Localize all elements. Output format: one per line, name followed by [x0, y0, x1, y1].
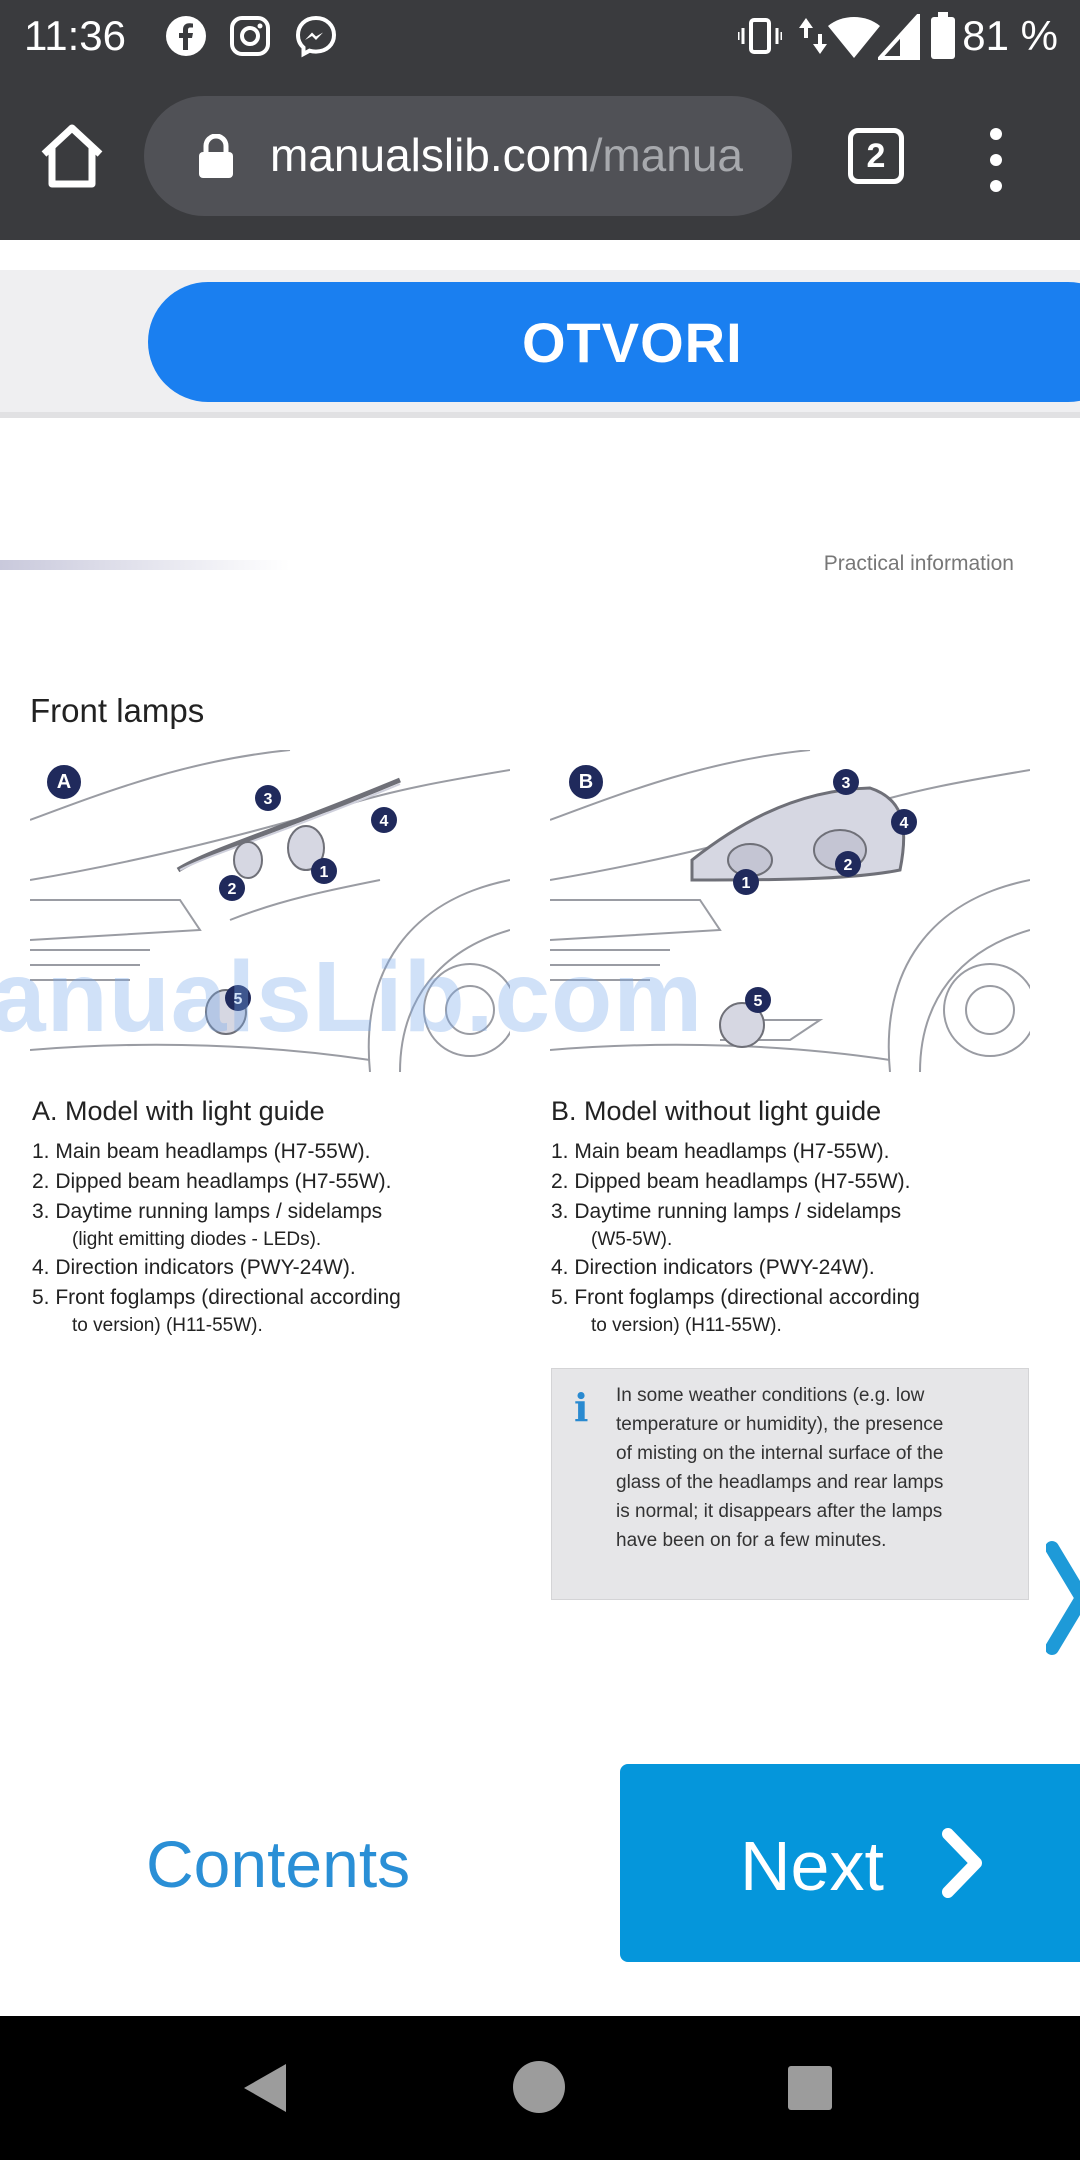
list-item: 2. Dipped beam headlamps (H7-55W). [551, 1170, 911, 1193]
wifi-icon [828, 17, 880, 58]
info-note: i In some weather conditions (e.g. low t… [551, 1368, 1029, 1600]
system-nav-bar [0, 2016, 1080, 2160]
tab-switcher-button[interactable]: 2 [848, 128, 904, 184]
browser-toolbar: manualslib.com/manua 2 [0, 72, 1080, 240]
info-note-text: In some weather conditions (e.g. low tem… [616, 1381, 1016, 1555]
model-a-legend: A. Model with light guide 1. Main beam h… [32, 1096, 532, 1339]
list-item: 1. Main beam headlamps (H7-55W). [551, 1140, 890, 1163]
svg-text:4: 4 [380, 813, 389, 830]
chevron-right-icon [942, 1828, 982, 1898]
model-b-heading: B. Model without light guide [551, 1096, 882, 1126]
info-line: temperature or humidity), the presence [616, 1414, 944, 1435]
vibrate-icon [738, 18, 782, 54]
list-item: 2. Dipped beam headlamps (H7-55W). [32, 1170, 392, 1193]
open-button-label: OTVORI [522, 311, 743, 374]
home-nav-icon[interactable] [512, 2060, 566, 2114]
list-item: 4. Direction indicators (PWY-24W). [32, 1256, 356, 1279]
svg-text:2: 2 [844, 857, 853, 874]
illustration-model-a: A 1 2 3 4 5 [30, 750, 510, 1072]
next-button-label: Next [740, 1827, 884, 1905]
svg-text:1: 1 [320, 864, 329, 881]
home-icon[interactable] [36, 120, 108, 192]
url-text: manualslib.com/manua [270, 128, 743, 182]
address-bar[interactable]: manualslib.com/manua [144, 96, 792, 216]
facebook-icon [166, 16, 206, 56]
list-item: (light emitting diodes - LEDs). [72, 1229, 322, 1250]
messenger-icon [295, 15, 337, 58]
illustration-a-badge: A [57, 771, 71, 793]
model-a-heading: A. Model with light guide [32, 1096, 325, 1126]
list-item: to version) (H11-55W). [72, 1315, 263, 1336]
list-item: 5. Front foglamps (directional according [32, 1286, 401, 1309]
recents-icon[interactable] [786, 2064, 834, 2112]
instagram-icon [230, 16, 270, 56]
svg-text:1: 1 [742, 875, 751, 892]
svg-text:2: 2 [228, 881, 237, 898]
status-bar: 11:36 [0, 0, 1080, 72]
lock-icon [199, 134, 233, 178]
list-item: (W5-5W). [591, 1229, 673, 1250]
svg-text:3: 3 [264, 791, 273, 808]
next-button[interactable]: Next [620, 1764, 1080, 1962]
battery-icon [931, 12, 955, 59]
ad-banner: OTVORI [0, 270, 1080, 418]
section-label: Practical information [823, 552, 1014, 575]
list-item: 4. Direction indicators (PWY-24W). [551, 1256, 875, 1279]
info-line: In some weather conditions (e.g. low [616, 1385, 925, 1406]
data-arrows-icon [799, 18, 827, 54]
signal-icon [878, 14, 920, 60]
more-options-icon[interactable] [984, 128, 1008, 192]
info-line: have been on for a few minutes. [616, 1530, 887, 1551]
svg-text:5: 5 [234, 991, 243, 1008]
list-item: 3. Daytime running lamps / sidelamps [32, 1200, 383, 1223]
info-icon: i [574, 1385, 589, 1430]
manual-page: Practical information Front lamps [0, 420, 1080, 2015]
open-button[interactable]: OTVORI [148, 282, 1080, 402]
svg-text:4: 4 [900, 815, 909, 832]
illustration-model-b: B 1 2 3 4 5 [550, 750, 1030, 1072]
back-icon[interactable] [240, 2060, 292, 2116]
page-title: Front lamps [30, 692, 205, 729]
page-header-bar [0, 560, 290, 570]
info-line: of misting on the internal surface of th… [616, 1443, 944, 1464]
url-path: /manua [589, 129, 744, 181]
watermark: anualsLib.com [0, 941, 704, 1053]
svg-text:5: 5 [754, 993, 763, 1010]
battery-percentage: 81 % [962, 12, 1058, 59]
list-item: to version) (H11-55W). [591, 1315, 782, 1336]
illustration-b-badge: B [579, 771, 593, 793]
list-item: 5. Front foglamps (directional according [551, 1286, 920, 1309]
next-page-arrow-icon[interactable] [1046, 1540, 1080, 1680]
contents-link[interactable]: Contents [146, 1827, 411, 1901]
info-line: glass of the headlamps and rear lamps [616, 1472, 944, 1493]
status-time: 11:36 [24, 12, 126, 59]
list-item: 1. Main beam headlamps (H7-55W). [32, 1140, 371, 1163]
list-item: 3. Daytime running lamps / sidelamps [551, 1200, 902, 1223]
info-line: is normal; it disappears after the lamps [616, 1501, 943, 1522]
model-b-legend: B. Model without light guide 1. Main bea… [551, 1096, 1051, 1339]
svg-text:3: 3 [842, 775, 851, 792]
url-host: manualslib.com [270, 129, 590, 181]
